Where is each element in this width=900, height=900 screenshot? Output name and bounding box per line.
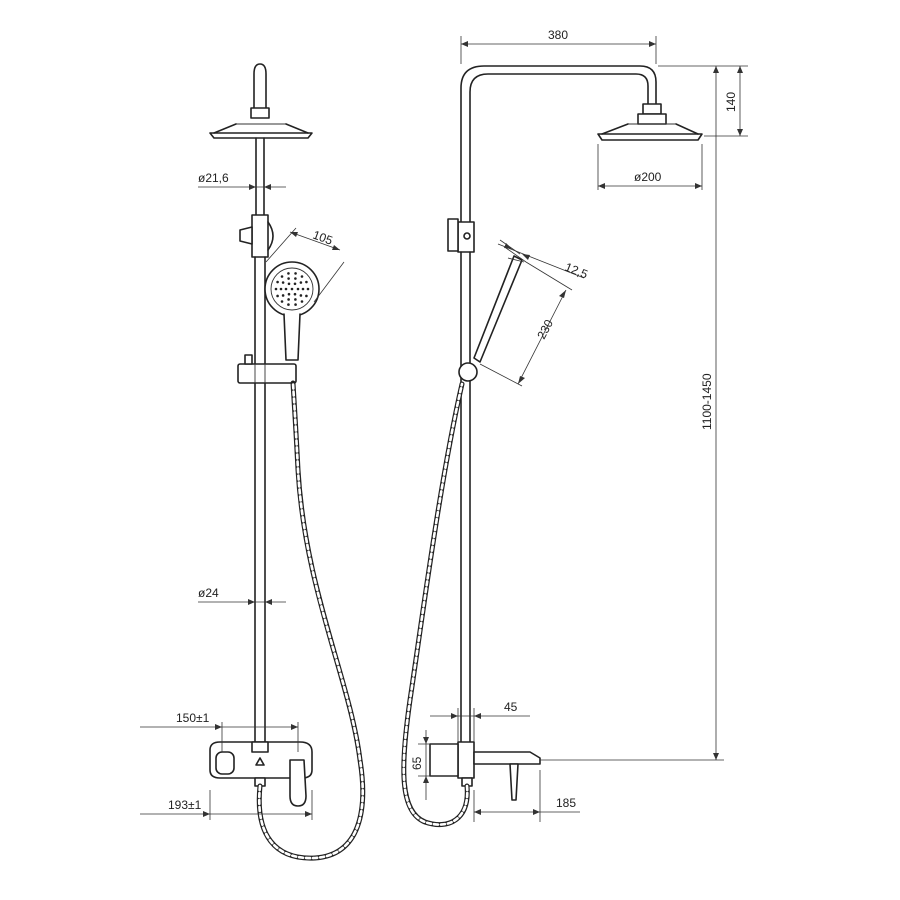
nozzle-dot bbox=[299, 294, 303, 297]
nozzle-dot bbox=[276, 294, 279, 298]
nozzle-dot bbox=[306, 287, 310, 291]
side-view bbox=[401, 65, 703, 828]
side-wall-flange bbox=[429, 743, 459, 777]
side-adjuster-knob bbox=[447, 218, 459, 252]
nozzle-dot bbox=[287, 303, 290, 306]
label-spout-length: 185 bbox=[556, 796, 576, 810]
label-head-diameter: ø200 bbox=[634, 170, 662, 184]
nozzle-dot bbox=[294, 277, 297, 280]
label-head-height: 140 bbox=[724, 92, 738, 112]
side-head-nut bbox=[637, 113, 667, 125]
side-mixer-body bbox=[457, 741, 475, 779]
front-column-socket bbox=[251, 741, 269, 753]
front-head-connector bbox=[250, 107, 270, 119]
nozzle-dot bbox=[287, 292, 291, 296]
side-height-adjuster bbox=[457, 221, 475, 253]
side-arm-inner bbox=[469, 73, 649, 226]
front-left-eccentric bbox=[215, 751, 235, 775]
front-hand-shower-handle bbox=[283, 313, 301, 361]
front-mixer-lever bbox=[289, 759, 307, 807]
nozzle-dot bbox=[284, 287, 288, 291]
nozzle-dot bbox=[281, 281, 285, 284]
side-dimensions: 380 140 ø200 1100-1450 12,5 23 bbox=[410, 28, 748, 822]
nozzle-dot bbox=[305, 294, 308, 298]
front-view bbox=[209, 63, 366, 861]
nozzle-dot bbox=[276, 280, 279, 284]
nozzle-dot bbox=[293, 282, 297, 286]
label-hand-shower-head: 105 bbox=[311, 228, 335, 248]
label-arm-length: 380 bbox=[548, 28, 568, 42]
front-hand-shower-nozzles bbox=[274, 272, 310, 306]
front-top-cap bbox=[253, 63, 267, 111]
front-height-adjuster bbox=[251, 214, 269, 258]
front-dimensions: ø21,6 ø24 105 150±1 193±1 bbox=[140, 171, 345, 820]
label-mixer-width: 193±1 bbox=[168, 798, 202, 812]
nozzle-dot bbox=[281, 294, 285, 297]
nozzle-dot bbox=[287, 282, 291, 286]
nozzle-dot bbox=[299, 281, 303, 284]
nozzle-dot bbox=[274, 287, 278, 291]
nozzle-dot bbox=[279, 287, 283, 291]
nozzle-dot bbox=[287, 277, 290, 280]
nozzle-dot bbox=[296, 287, 300, 291]
nozzle-dot bbox=[294, 272, 297, 275]
front-slider-screw bbox=[244, 354, 253, 365]
nozzle-dot bbox=[300, 275, 304, 278]
side-hand-shower bbox=[473, 255, 523, 363]
label-hand-shower-thickness: 12,5 bbox=[563, 260, 590, 282]
nozzle-dot bbox=[294, 298, 297, 301]
nozzle-dot bbox=[287, 272, 290, 275]
nozzle-dot bbox=[280, 275, 284, 278]
side-head-shower bbox=[597, 133, 703, 141]
side-head-connector bbox=[642, 103, 662, 115]
label-mixer-height: 65 bbox=[410, 756, 424, 770]
nozzle-dot bbox=[293, 292, 297, 296]
front-adjuster-knob bbox=[239, 226, 253, 245]
side-arm-outer bbox=[460, 65, 657, 226]
side-bath-spout bbox=[473, 751, 541, 765]
label-mixer-depth: 45 bbox=[504, 700, 518, 714]
front-shower-hose bbox=[256, 380, 366, 861]
label-mixer-center-distance: 150±1 bbox=[176, 711, 210, 725]
side-diverter-lever bbox=[509, 763, 519, 801]
nozzle-dot bbox=[280, 300, 284, 303]
label-column-height: 1100-1450 bbox=[700, 373, 714, 430]
label-lower-pipe-diameter: ø24 bbox=[198, 586, 219, 600]
front-hand-shower-slider bbox=[237, 363, 297, 384]
nozzle-dot bbox=[294, 303, 297, 306]
nozzle-dot bbox=[305, 280, 308, 284]
nozzle-dot bbox=[300, 300, 304, 303]
nozzle-dot bbox=[287, 298, 290, 301]
label-upper-pipe-diameter: ø21,6 bbox=[198, 171, 229, 185]
front-head-shower bbox=[209, 132, 313, 139]
nozzle-dot bbox=[290, 287, 294, 291]
side-slider bbox=[458, 362, 478, 382]
nozzle-dot bbox=[301, 287, 305, 291]
label-hand-shower-length: 230 bbox=[534, 317, 556, 342]
